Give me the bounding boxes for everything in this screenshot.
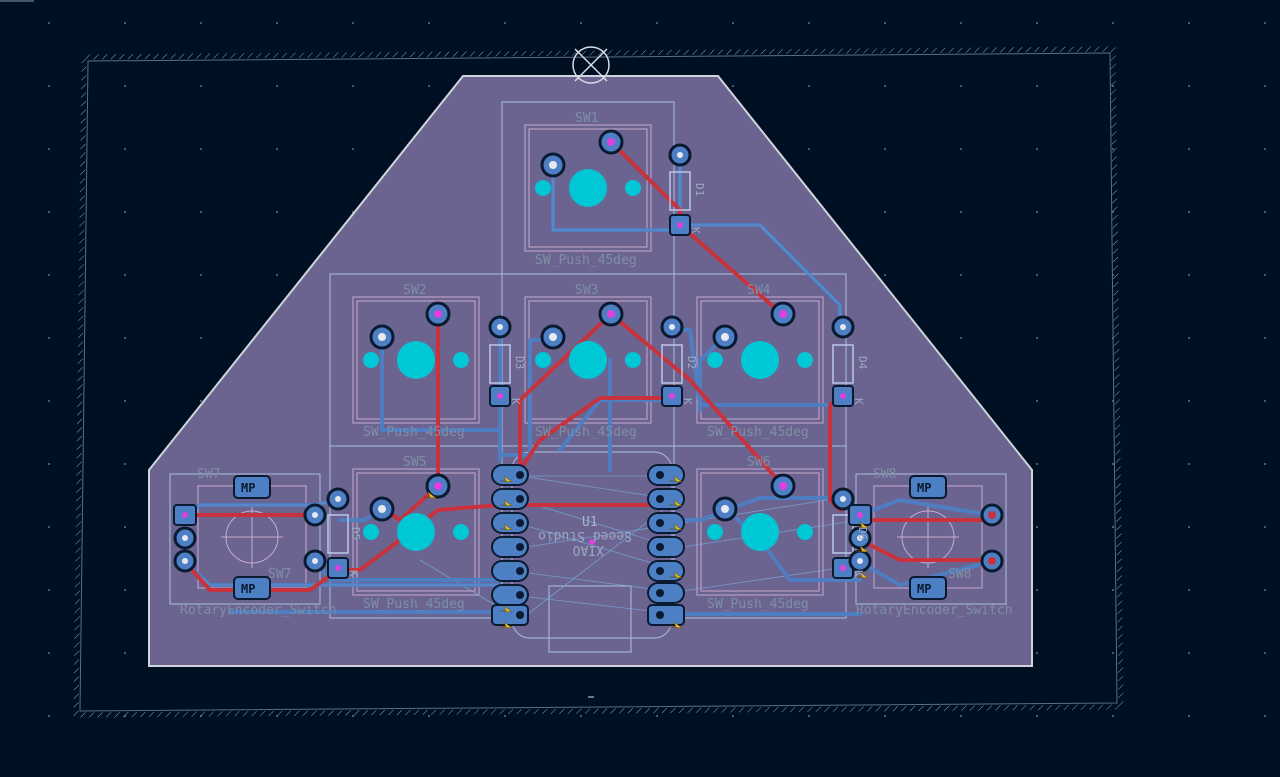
sw7-mp-bottom: MP bbox=[241, 582, 255, 596]
labels: SW1 SW2 SW3 SW4 SW5 SW6 SW7 SW8 SW7 SW8 … bbox=[180, 111, 1013, 618]
sheet-frame-inner bbox=[79, 52, 1118, 712]
d2-ref: D2 bbox=[685, 356, 698, 369]
anchor-marker bbox=[572, 46, 610, 84]
u1-value-mirrored: XIAO Seeed Studio bbox=[538, 528, 632, 557]
sw3-pads bbox=[535, 301, 641, 379]
sheet-frame bbox=[73, 46, 1124, 718]
sw1-ref: SW1 bbox=[575, 111, 598, 126]
switch-pads bbox=[363, 129, 813, 551]
d1-k-label: K bbox=[689, 227, 702, 234]
sw6-ref: SW6 bbox=[747, 455, 770, 470]
d6-k-label: K bbox=[852, 570, 865, 577]
u1-value: XIAO bbox=[573, 542, 604, 557]
mcu-pads bbox=[423, 464, 869, 629]
sw1-value: SW_Push_45deg bbox=[535, 253, 637, 268]
sw6-pads bbox=[707, 473, 813, 551]
sw1-pads bbox=[535, 129, 641, 207]
d4-k-label: K bbox=[852, 398, 865, 405]
sw3-value: SW_Push_45deg bbox=[535, 425, 637, 440]
u1-ref: U1 bbox=[582, 515, 598, 530]
sw4-pads bbox=[707, 301, 813, 379]
sw7-value: RotaryEncoder_Switch bbox=[180, 603, 337, 618]
sw8-ref: SW8 bbox=[873, 467, 896, 482]
sw3-ref: SW3 bbox=[575, 283, 598, 298]
sw5-value: SW_Push_45deg bbox=[363, 597, 465, 612]
d6-ref: D6 bbox=[856, 527, 869, 540]
d4-ref: D4 bbox=[856, 356, 869, 370]
sw2-pads bbox=[363, 301, 469, 379]
d1-ref: D1 bbox=[693, 183, 706, 196]
diode-pads bbox=[326, 143, 855, 579]
sw6-value: SW_Push_45deg bbox=[707, 597, 809, 612]
d5-ref: D5 bbox=[349, 527, 362, 540]
sw2-ref: SW2 bbox=[403, 283, 426, 298]
encoder-pads bbox=[173, 475, 1004, 600]
sw7-ref-back: SW7 bbox=[268, 567, 291, 582]
sw4-value: SW_Push_45deg bbox=[707, 425, 809, 440]
sw2-value: SW_Push_45deg bbox=[363, 425, 465, 440]
d3-k-label: K bbox=[509, 398, 522, 405]
sw8-value: RotaryEncoder_Switch bbox=[856, 603, 1013, 618]
sw7-mp-top: MP bbox=[241, 481, 255, 495]
d2-k-label: K bbox=[681, 398, 694, 405]
d5-k-label: K bbox=[347, 570, 360, 577]
sw8-ref-back: SW8 bbox=[948, 567, 971, 582]
sw8-mp-bottom: MP bbox=[917, 582, 931, 596]
u1-maker: Seeed Studio bbox=[538, 528, 632, 543]
diode-bodies bbox=[327, 171, 854, 554]
sw4-ref: SW4 bbox=[747, 283, 771, 298]
sw7-ref: SW7 bbox=[197, 467, 220, 482]
d3-ref: D3 bbox=[513, 356, 526, 369]
sw5-ref: SW5 bbox=[403, 455, 426, 470]
sw5-pads bbox=[363, 473, 469, 551]
sw8-mp-top: MP bbox=[917, 481, 931, 495]
